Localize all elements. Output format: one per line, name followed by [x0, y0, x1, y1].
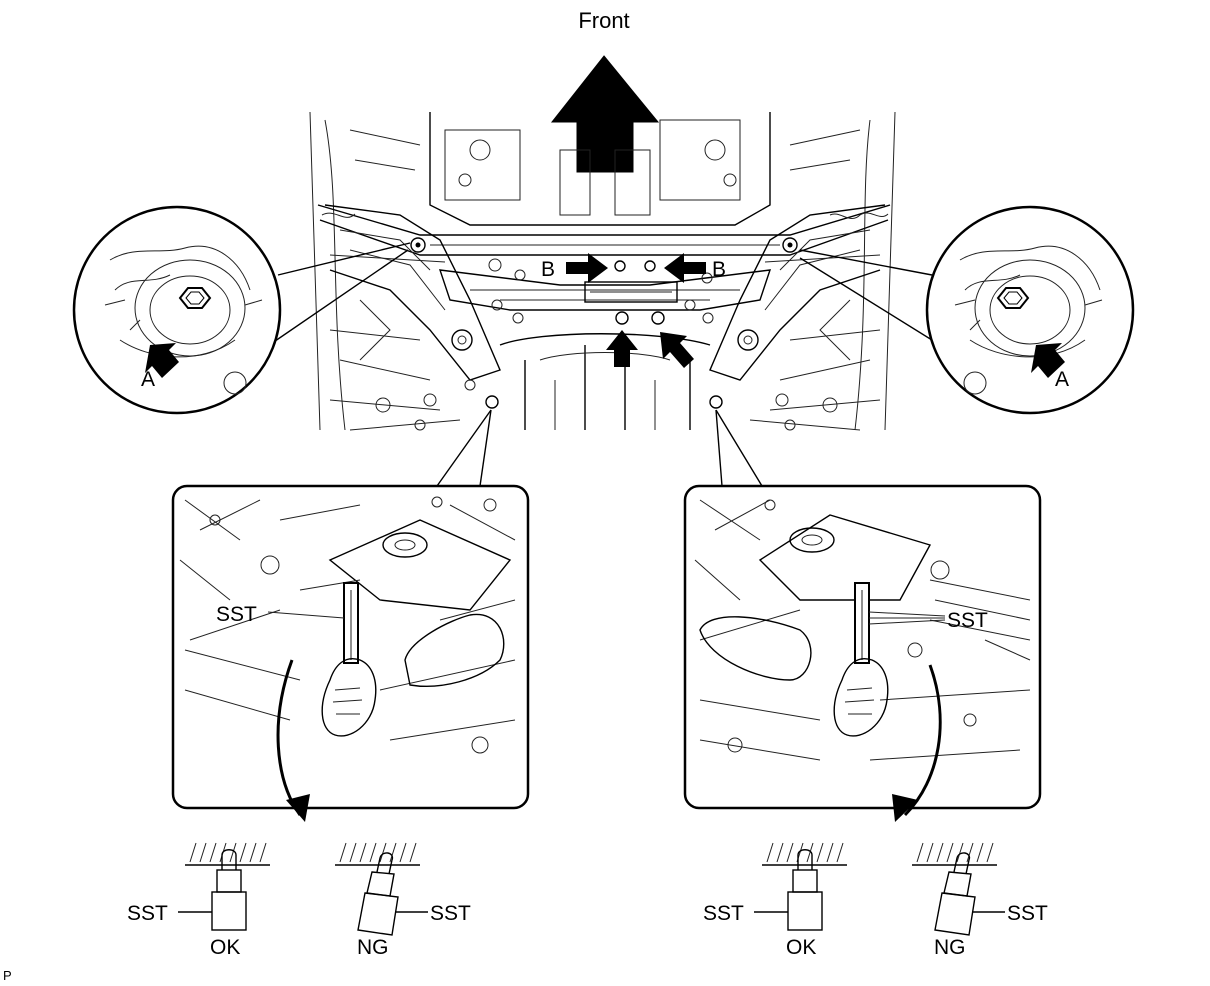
- label-ng-right: NG: [934, 936, 966, 959]
- label-a-right: A: [1055, 368, 1069, 391]
- label-ng-left: NG: [357, 936, 389, 959]
- arrow-b-left: [566, 253, 608, 283]
- hand-left: [321, 658, 377, 737]
- inset-ng-right: [912, 842, 1005, 936]
- front-label: Front: [578, 8, 629, 33]
- inset-ok-right: [754, 842, 847, 931]
- label-sst-left-ok: SST: [127, 902, 168, 925]
- label-ok-left: OK: [210, 936, 240, 959]
- label-b-right: B: [712, 258, 726, 281]
- label-sst-right-panel: SST: [947, 609, 988, 632]
- zoom-circle-right: [799, 205, 1135, 415]
- arrow-a-left: [145, 343, 179, 378]
- zoom-circle-left: [72, 205, 411, 415]
- detail-panel-right: [683, 484, 1042, 810]
- arrow-center-up: [606, 330, 638, 367]
- front-direction-arrow: [550, 55, 660, 173]
- label-sst-right-ng: SST: [1007, 902, 1048, 925]
- detail-panel-left: [171, 484, 530, 810]
- vehicle-underbody-illustration: [309, 111, 896, 431]
- label-sst-right-ok: SST: [703, 902, 744, 925]
- label-sst-left-ng: SST: [430, 902, 471, 925]
- bolt-head-left: [178, 287, 212, 309]
- arrow-b-right: [664, 253, 706, 283]
- label-a-left: A: [141, 368, 155, 391]
- inset-ok-left: [178, 842, 270, 931]
- hand-right: [833, 658, 889, 737]
- label-ok-right: OK: [786, 936, 816, 959]
- arrow-center-diagonal: [660, 332, 694, 368]
- label-b-left: B: [541, 258, 555, 281]
- bolt-head-right: [996, 287, 1030, 309]
- inset-ng-left: [335, 842, 428, 936]
- label-sst-left-panel: SST: [216, 603, 257, 626]
- arrow-a-right: [1031, 343, 1065, 378]
- corner-mark: P: [3, 968, 12, 983]
